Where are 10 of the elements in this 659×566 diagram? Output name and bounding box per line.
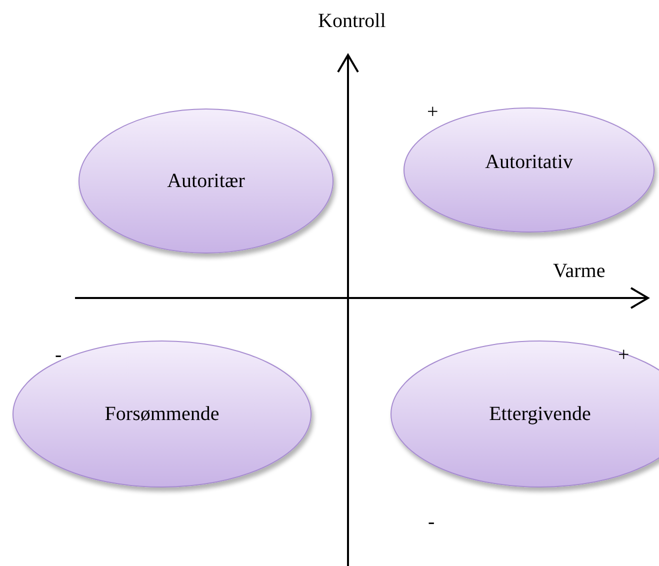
axis-title: Varme xyxy=(553,261,606,281)
sign-label: + xyxy=(618,345,630,365)
sign-label: - xyxy=(428,512,435,532)
axis-title: Kontroll xyxy=(318,11,386,31)
node-label: Autoritær xyxy=(167,170,245,192)
node-label: Forsømmende xyxy=(104,402,220,426)
sign-label: - xyxy=(55,345,62,365)
node-label: Autoritativ xyxy=(485,150,573,174)
node-label: Ettergivende xyxy=(489,402,591,426)
sign-label: + xyxy=(427,102,438,122)
